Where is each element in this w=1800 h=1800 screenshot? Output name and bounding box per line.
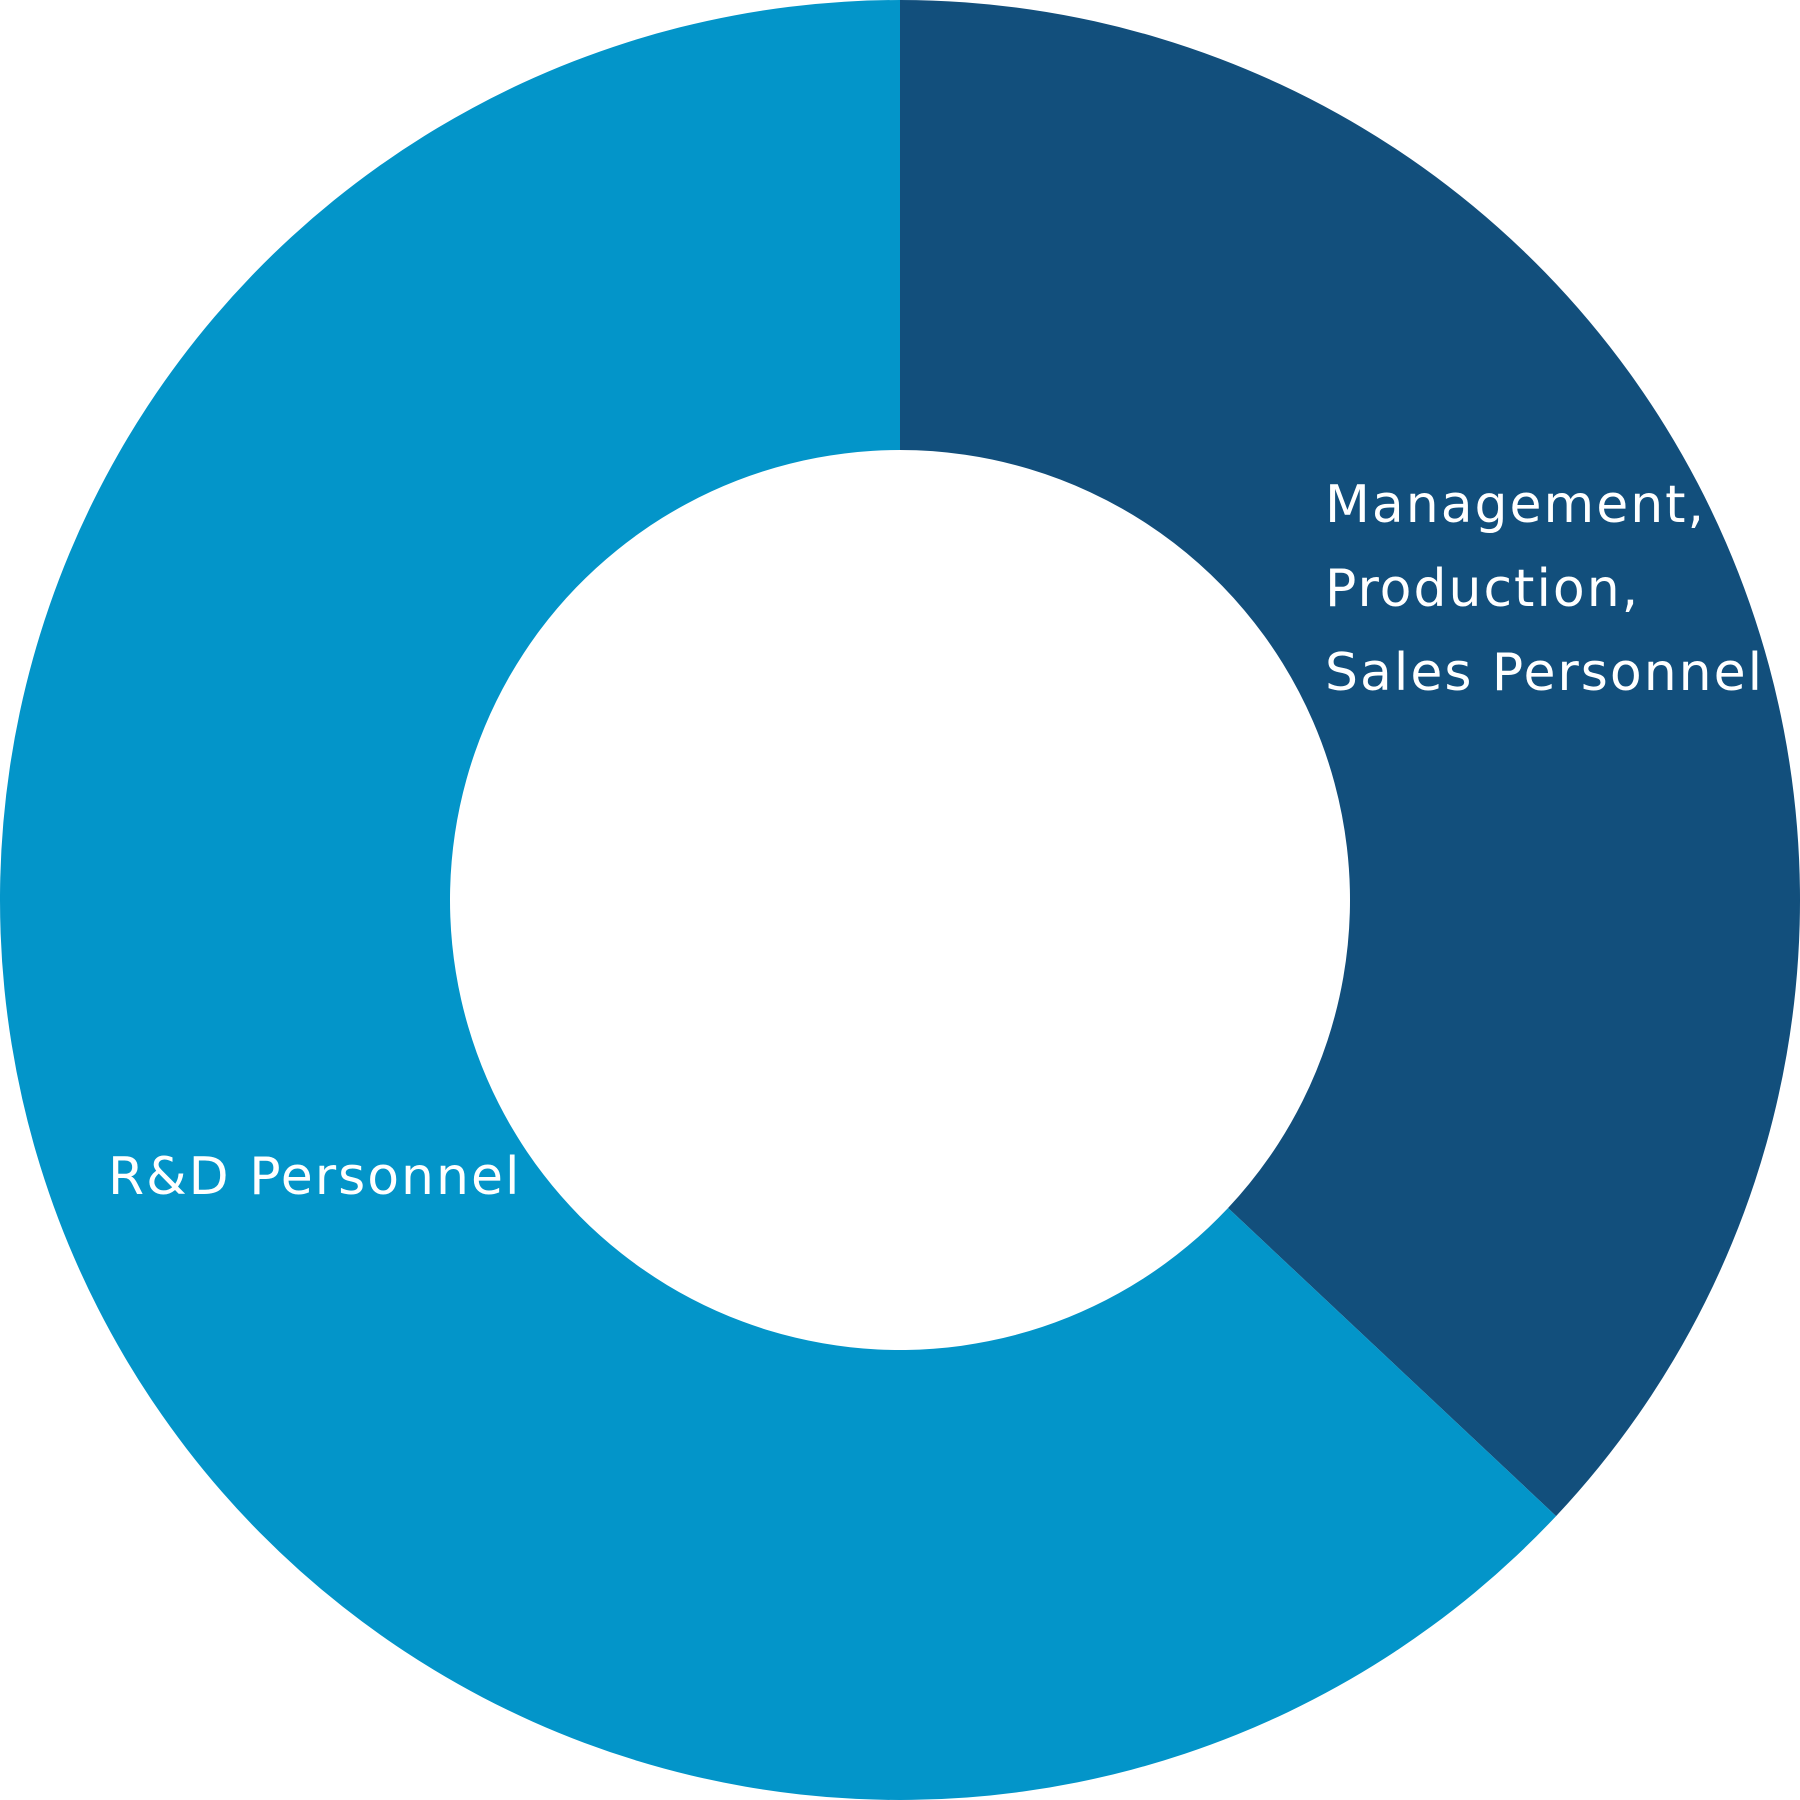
slice-rd-personnel xyxy=(0,0,1557,1800)
label-rd-personnel: R&D Personnel xyxy=(108,1147,521,1207)
label-management-production-sales-line: Sales Personnel xyxy=(1325,643,1764,703)
slice-management-production-sales xyxy=(900,0,1800,1517)
label-management-production-sales-line: Management, xyxy=(1325,475,1706,535)
label-rd-personnel-line: R&D Personnel xyxy=(108,1147,521,1207)
label-management-production-sales: Management, Production, Sales Personnel xyxy=(1325,475,1764,703)
label-management-production-sales-line: Production, xyxy=(1325,559,1640,619)
